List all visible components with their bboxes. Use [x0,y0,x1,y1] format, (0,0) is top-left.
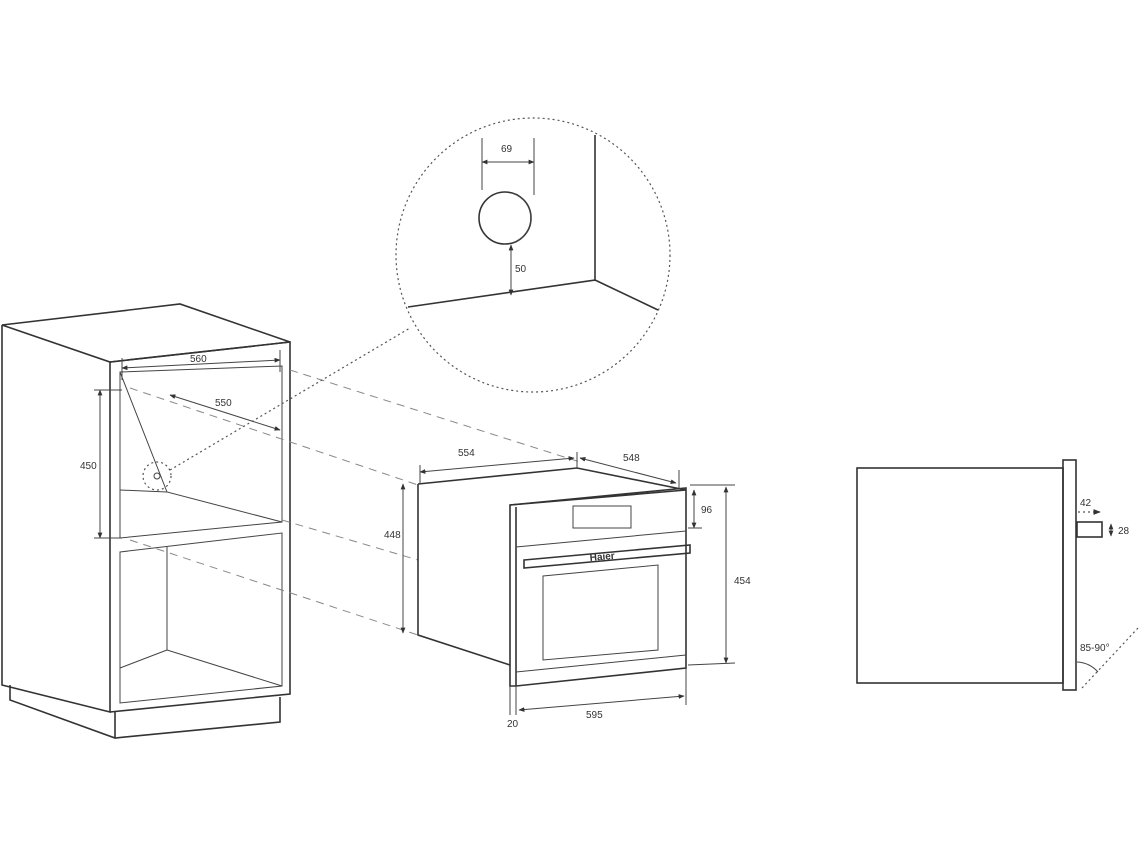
side-handle [1076,521,1103,538]
knob-location-marker [142,461,172,491]
oven-depth-label: 548 [623,453,640,464]
cabinet-width-label: 560 [190,354,207,365]
knob-width-label: 69 [501,144,513,155]
oven-width-label: 554 [458,448,475,459]
cabinet: 560 550 450 [1,303,291,739]
door-handle [523,544,691,569]
side-view: 42 28 85-90° [856,459,1139,691]
front-width-label: 595 [586,710,603,721]
oven-total-height-label: 454 [734,576,751,587]
oven-body-height-label: 448 [384,530,401,541]
cabinet-depth-label: 550 [215,398,232,409]
knob-detail: 69 50 [395,117,671,393]
handle-depth-label: 42 [1080,498,1092,509]
handle-height-label: 28 [1118,526,1130,537]
control-display [572,505,632,529]
door-panel [1062,459,1077,691]
front-depth-label: 20 [507,719,519,730]
panel-height-label: 96 [701,505,713,516]
oven: Haier 554 548 448 96 454 595 20 [384,448,751,730]
cabinet-height-label: 450 [80,461,97,472]
door-angle-label: 85-90° [1080,643,1110,654]
projection-lines [129,327,581,636]
brand-logo: Haier [589,551,615,564]
knob-height-label: 50 [515,264,527,275]
